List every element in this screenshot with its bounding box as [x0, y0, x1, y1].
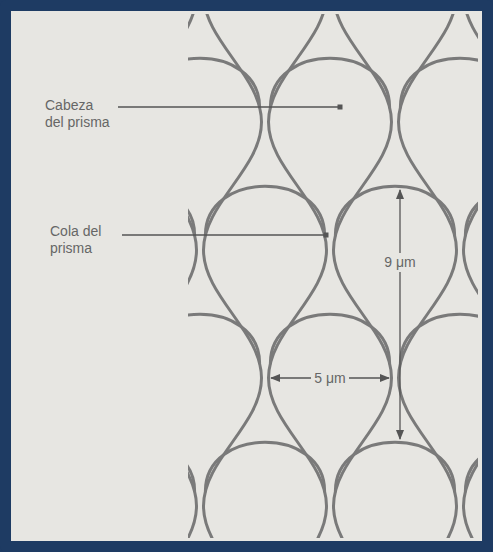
leader-line — [118, 106, 340, 107]
prism-outline — [188, 14, 197, 538]
prism-head-arc — [400, 314, 478, 363]
leader-dot — [324, 233, 329, 238]
prism-head-arc — [188, 314, 260, 363]
leader-line — [122, 234, 326, 235]
prism-head-arc — [188, 58, 260, 107]
prism-head-arc — [400, 58, 478, 107]
ground — [11, 11, 482, 541]
prism-head-arc — [205, 186, 324, 235]
prism-outline — [399, 14, 457, 538]
prism-outline — [464, 14, 479, 538]
part-label: Cabeza del prisma — [45, 97, 113, 131]
prism-outline — [204, 14, 262, 538]
prism-head-arc — [188, 186, 195, 235]
dimension-label: 5 μm — [311, 369, 348, 388]
leader-dot — [338, 105, 343, 110]
part-label: Cola del prisma — [50, 223, 118, 257]
prism-head-arc — [465, 442, 478, 491]
prism-head-arc — [465, 186, 478, 235]
prism-head-arc — [205, 442, 324, 491]
dimension-arrow — [399, 190, 400, 439]
prism-head-arc — [270, 314, 389, 363]
prism-outline — [334, 14, 392, 538]
dimension-label: 9 μm — [381, 253, 418, 272]
prism-outline — [269, 14, 327, 538]
prism-head-arc — [335, 442, 454, 491]
prism-head-arc — [188, 442, 195, 491]
prism-head-arc — [335, 186, 454, 235]
prism-head-arc — [270, 58, 389, 107]
